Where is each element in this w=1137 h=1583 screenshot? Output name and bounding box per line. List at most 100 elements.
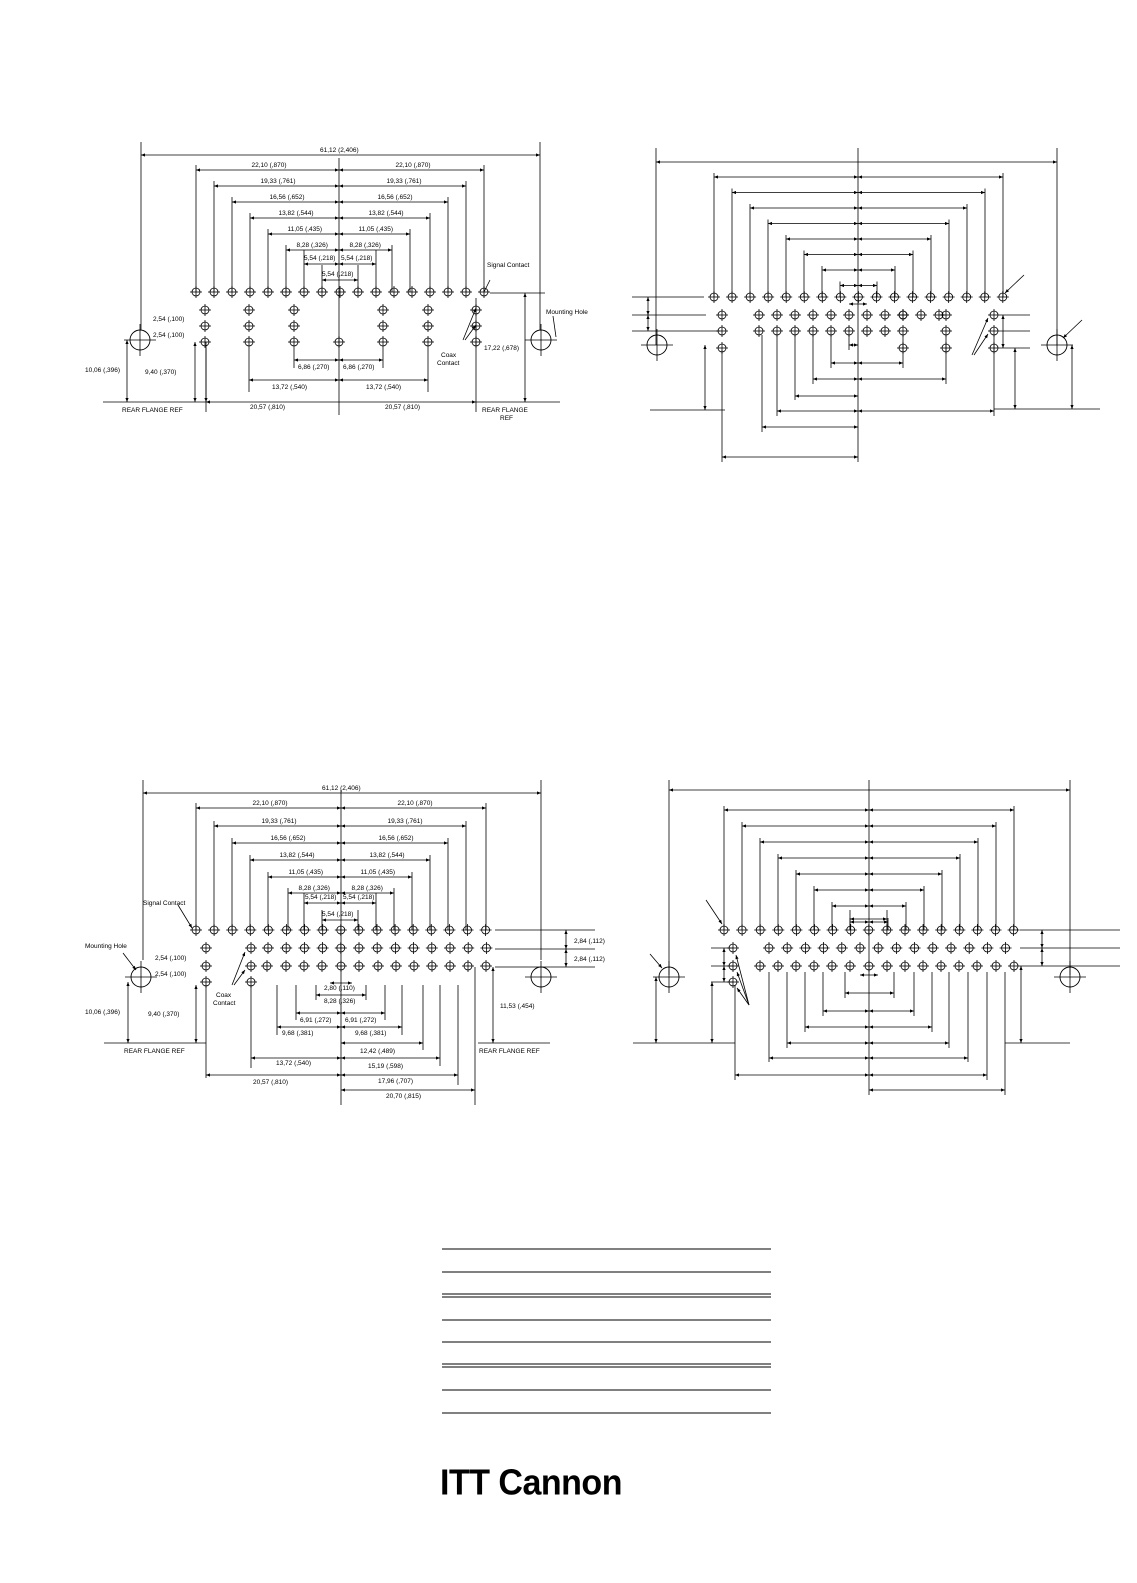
contact-symbol [422, 320, 434, 332]
contact-symbol [981, 942, 994, 954]
contact-symbol [261, 960, 273, 972]
contact-symbol [460, 286, 472, 298]
contact-symbol [199, 304, 211, 316]
half-dimensions: 22,10 (,870)22,10 (,870)19,33 (,761)19,3… [195, 162, 485, 292]
dim-691-right: 6,91 (,272) [345, 1017, 376, 1024]
half-dim-label-right: 11,05 (,435) [359, 226, 394, 233]
contact-symbol [478, 286, 490, 298]
contact-symbol [789, 309, 801, 321]
contact-symbol [879, 325, 891, 337]
flange-span-left: 20,57 (,810) [250, 404, 285, 411]
contact-symbol [790, 924, 803, 936]
half-dim-label-left: 13,82 (,544) [279, 210, 314, 217]
contact-symbol [924, 291, 937, 303]
dimension-lines [633, 780, 1120, 1095]
mounting-hole-symbol [1054, 961, 1086, 993]
contact-symbol [371, 924, 383, 936]
contact-symbol [897, 342, 909, 354]
contact-symbol [280, 942, 293, 954]
contact-symbol [462, 942, 475, 954]
dim-2057: 20,57 (,810) [253, 1079, 288, 1086]
half-dim-label-left: 19,33 (,761) [262, 818, 297, 825]
contact-symbol [1007, 924, 1020, 936]
contact-symbol [470, 304, 482, 316]
dim-691-left: 6,91 (,272) [300, 1017, 331, 1024]
contact-symbol [926, 942, 939, 954]
contact-symbol [377, 320, 389, 332]
leader-arrow [705, 899, 723, 925]
contact-symbol [718, 924, 730, 936]
contact-symbol [736, 924, 749, 936]
contact-symbol [288, 320, 300, 332]
contact-symbol [333, 336, 345, 348]
contact-symbol [945, 942, 957, 954]
contact-symbol [963, 942, 976, 954]
contact-symbol [443, 924, 456, 936]
contact-symbol [298, 286, 310, 298]
contact-symbol [953, 960, 965, 972]
contact-symbol [244, 286, 256, 298]
contact-symbol [408, 960, 420, 972]
contact-symbol [762, 291, 775, 303]
contact-symbol [444, 942, 456, 954]
contact-symbol [771, 325, 783, 337]
contact-symbol [462, 960, 474, 972]
contact-symbol [243, 336, 255, 348]
center-dim-label: 5,54 (,218) [322, 271, 353, 278]
misc-lines [104, 904, 595, 1105]
half-dim-label-right: 19,33 (,761) [388, 818, 423, 825]
mounting-hole-symbol [124, 324, 156, 356]
flange-span-right: 20,57 (,810) [385, 404, 420, 411]
contact-symbol [807, 309, 819, 321]
contact-symbol [316, 942, 329, 954]
drawing-bottom-right [633, 780, 1120, 1095]
contact-symbol [727, 976, 739, 988]
signal-contact-label: Signal Contact [143, 900, 185, 907]
contact-symbol [262, 942, 274, 954]
half-dim-label-left: 8,28 (,326) [299, 885, 330, 892]
contact-symbol [243, 320, 255, 332]
contact-symbol [199, 336, 211, 348]
contact-symbol [940, 342, 952, 354]
contact-symbol [480, 960, 492, 972]
contact-symbol [843, 309, 855, 321]
rear-flange-right: REAR FLANGE REF [479, 1048, 540, 1055]
half-dim-label-left: 22,10 (,870) [252, 162, 287, 169]
contact-symbol [843, 325, 855, 337]
contact-symbol [780, 291, 793, 303]
contact-symbol [716, 309, 728, 321]
contact-symbol [377, 304, 389, 316]
contact-symbol [790, 960, 802, 972]
leader-arrow [735, 954, 750, 1006]
contact-symbol [190, 924, 202, 936]
contact-symbol [470, 320, 482, 332]
contact-symbol [226, 924, 239, 936]
contact-symbol [190, 286, 202, 298]
contact-symbol [807, 325, 819, 337]
half-dim-label-left: 16,56 (,652) [270, 194, 305, 201]
half-dim-label-right: 13,82 (,544) [369, 210, 404, 217]
flange-to-hole-label: 10,06 (,396) [85, 1009, 120, 1016]
contact-symbol [425, 942, 438, 954]
mounting-hole-symbol [525, 961, 557, 993]
inner-pair-right: 5,54 (,218) [341, 255, 372, 262]
contact-symbol [861, 309, 873, 321]
contact-symbol [935, 960, 947, 972]
flange-to-row-label: 9,40 (,370) [148, 1011, 179, 1018]
contact-symbol [908, 942, 921, 954]
contact-symbol [422, 304, 434, 316]
coax-dim-right: 6,86 (,270) [343, 364, 374, 371]
contact-symbol [861, 325, 873, 337]
contact-symbol [372, 960, 384, 972]
contact-symbol [999, 942, 1012, 954]
contact-symbol [316, 960, 328, 972]
dim-828: 8,28 (,326) [324, 998, 355, 1005]
mounting-hole-symbol [641, 329, 673, 361]
contact-symbol [444, 960, 456, 972]
contact-symbol [262, 286, 274, 298]
mounting-hole-label: Mounting Hole [85, 943, 127, 950]
half-dim-label-right: 13,82 (,544) [370, 852, 405, 859]
contact-symbol [334, 924, 347, 936]
contact-symbol [226, 286, 238, 298]
